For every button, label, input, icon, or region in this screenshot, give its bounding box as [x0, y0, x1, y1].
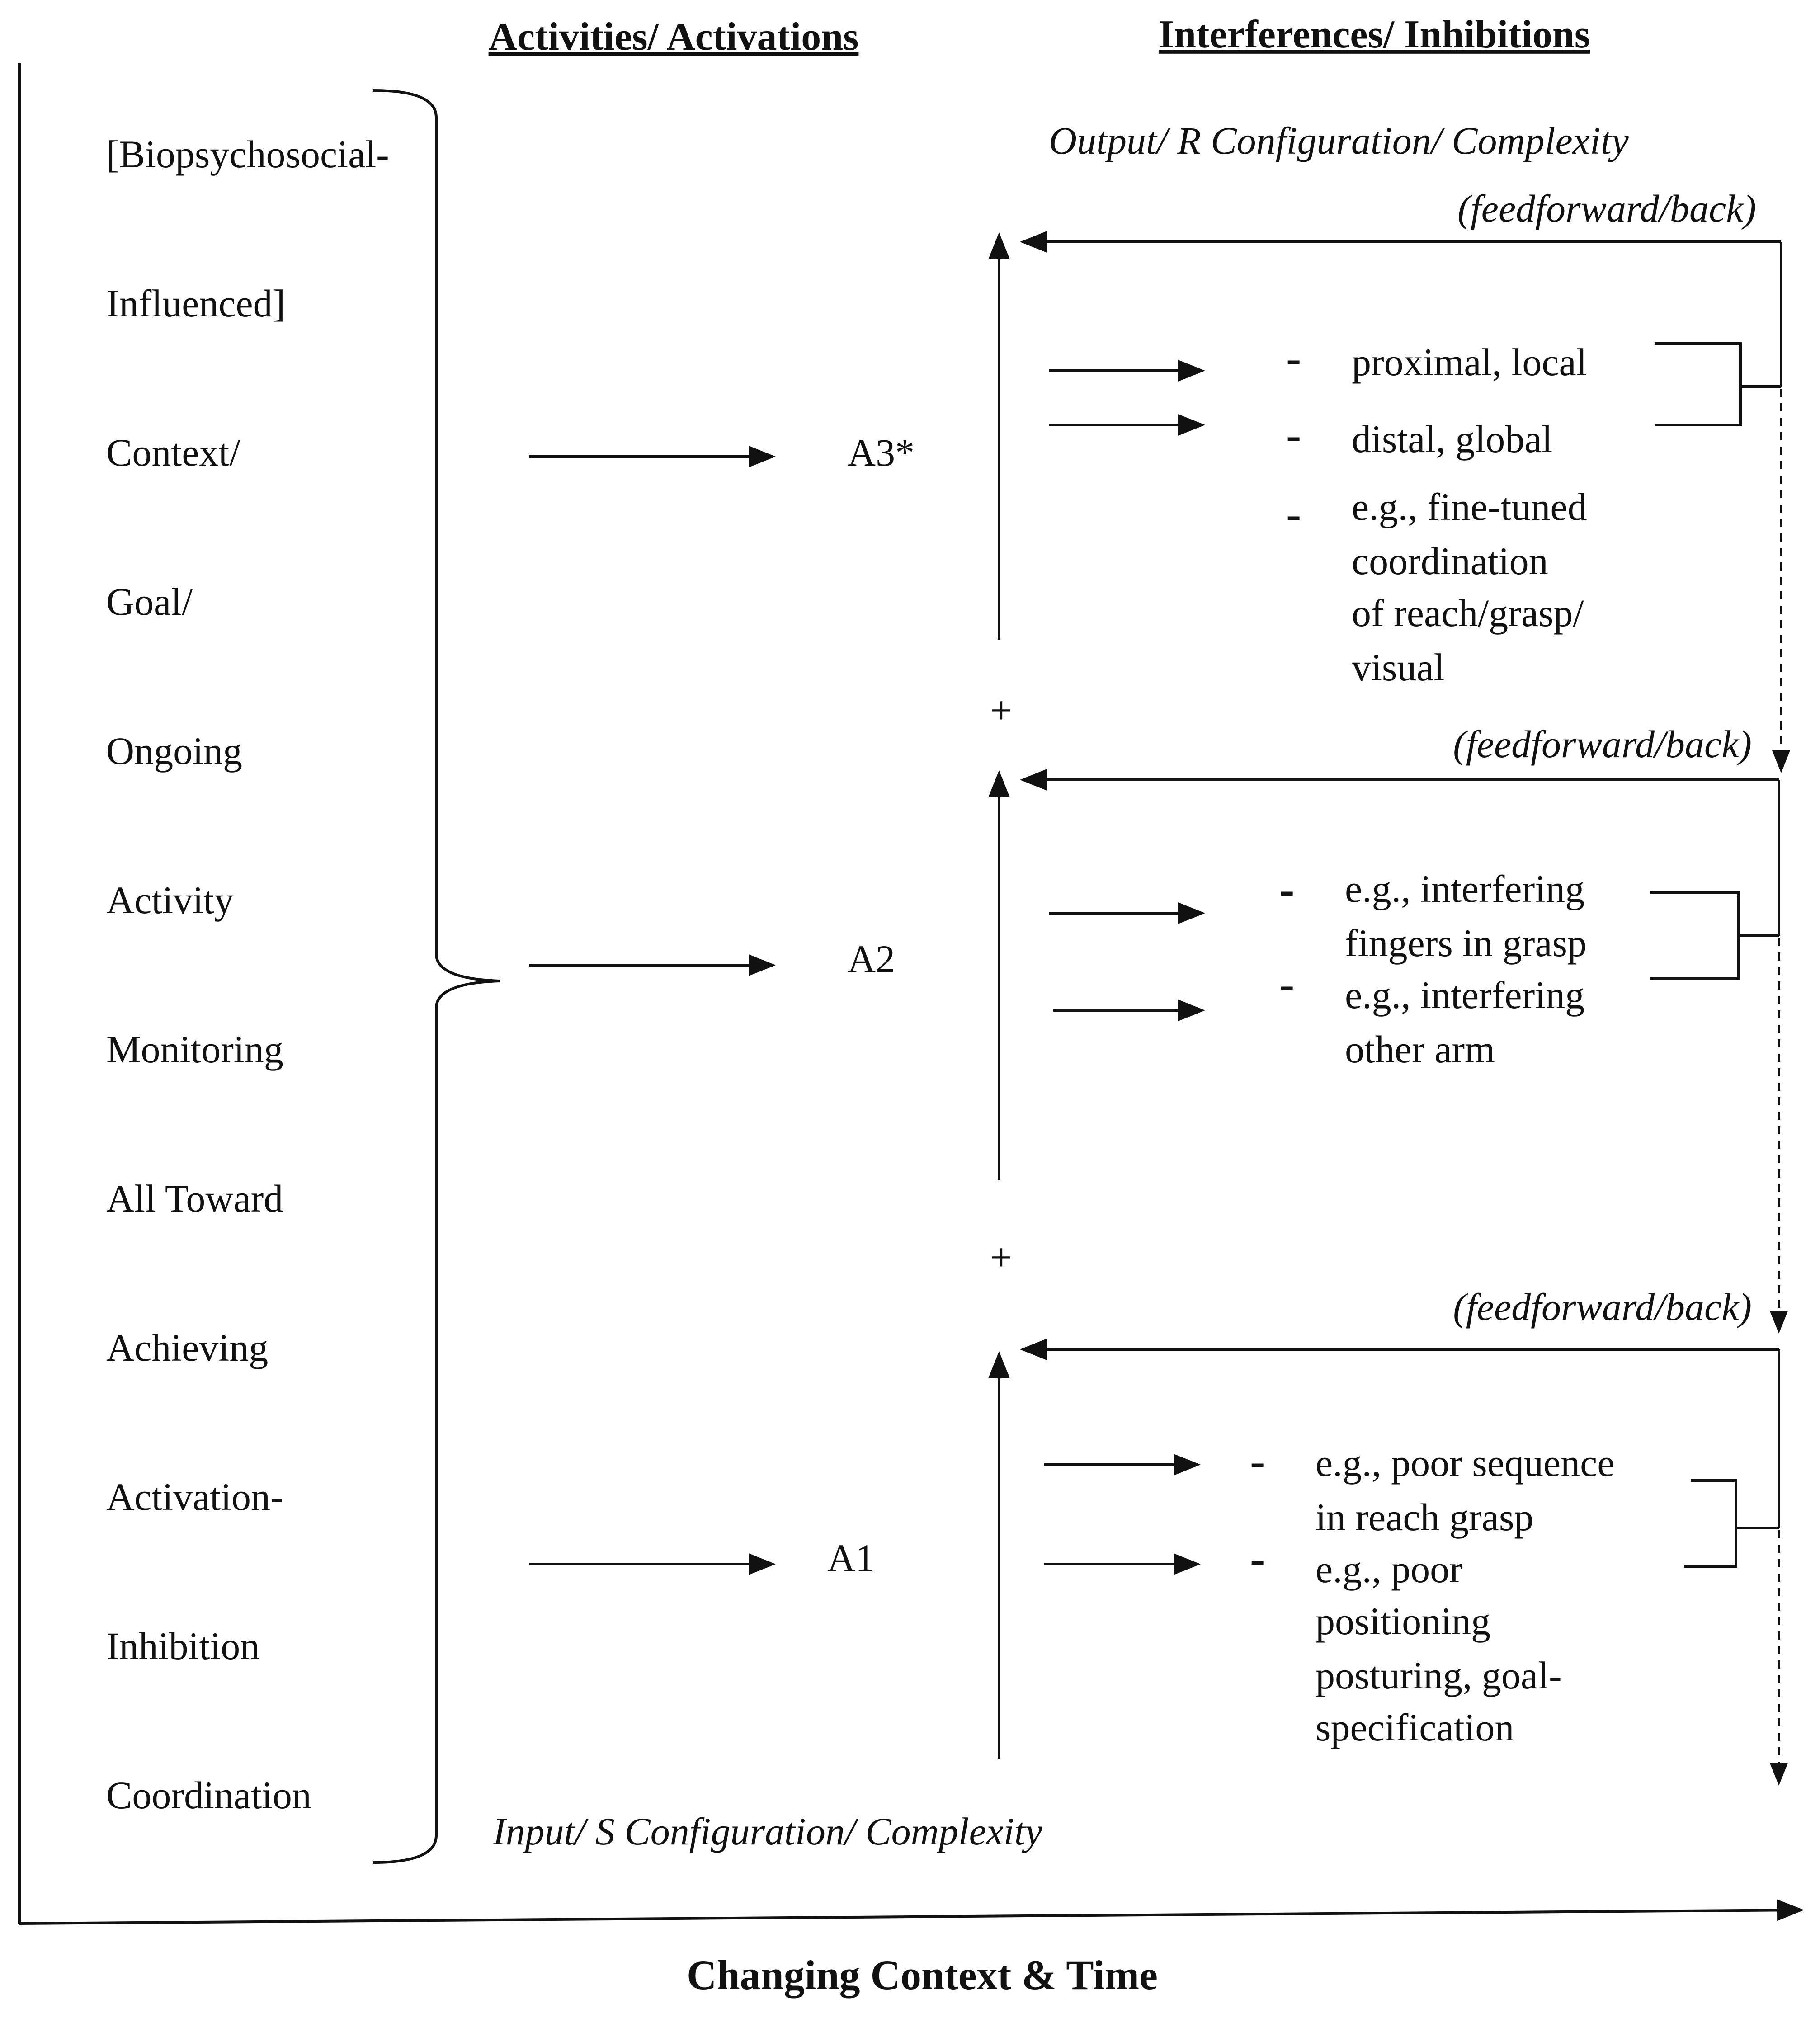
a3-dash: - [1286, 489, 1301, 539]
plus-sign-upper: + [990, 688, 1013, 732]
context-line: All Toward [106, 1177, 283, 1220]
a3-item-example-line: coordination [1352, 539, 1548, 583]
a3-bracket [1655, 342, 1781, 426]
a1-item-positioning-line: e.g., poor [1315, 1547, 1462, 1591]
a1-item-positioning-line: posturing, goal- [1315, 1654, 1562, 1697]
node-a2: A2 [848, 937, 895, 981]
a2-inhibitions: - - e.g., interfering fingers in grasp e… [1049, 864, 1779, 1071]
context-line: Activation- [106, 1475, 283, 1518]
context-line: Context/ [106, 431, 240, 474]
feedback-label-top: (feedforward/back) [1457, 187, 1756, 230]
context-line: [Biopsychosocial- [106, 132, 389, 176]
context-line: Inhibition [106, 1624, 259, 1668]
header-activities: Activities/ Activations [489, 15, 859, 59]
a3-item-example-line: of reach/grasp/ [1352, 591, 1584, 635]
output-label: Output/ R Configuration/ Complexity [1049, 119, 1629, 162]
a3-item-example-line: visual [1352, 646, 1444, 689]
context-line: Ongoing [106, 729, 242, 773]
context-line: Influenced] [106, 282, 285, 325]
input-label: Input/ S Configuration/ Complexity [492, 1810, 1043, 1853]
a3-item-distal: distal, global [1352, 417, 1552, 461]
context-line: Achieving [106, 1326, 268, 1369]
node-a1: A1 [827, 1536, 875, 1580]
a1-dash: - [1250, 1436, 1265, 1486]
a1-bracket [1684, 1479, 1779, 1568]
context-line: Monitoring [106, 1028, 283, 1071]
context-line: Goal/ [106, 580, 193, 623]
context-line: Activity [106, 878, 234, 922]
a3-dash: - [1286, 410, 1301, 460]
a1-inhibitions: - - e.g., poor sequence in reach grasp e… [1044, 1436, 1779, 1749]
a3-dash: - [1286, 333, 1301, 383]
a3-item-proximal: proximal, local [1352, 340, 1587, 384]
node-a3: A3* [848, 431, 915, 474]
a2-item-arm-line: other arm [1345, 1028, 1495, 1071]
a2-item-arm-line: e.g., interfering [1345, 973, 1584, 1017]
a1-item-sequence-line: e.g., poor sequence [1315, 1441, 1614, 1485]
a2-dash: - [1279, 959, 1294, 1009]
context-line: Coordination [106, 1773, 311, 1817]
context-column: [Biopsychosocial- Influenced] Context/ G… [106, 132, 389, 1817]
a1-item-positioning-line: positioning [1315, 1599, 1490, 1643]
a1-item-sequence-line: in reach grasp [1315, 1495, 1533, 1539]
a2-dash: - [1279, 864, 1294, 914]
a3-item-example-line: e.g., fine-tuned [1352, 485, 1587, 528]
x-axis-title: Changing Context & Time [687, 1952, 1158, 1998]
a2-item-fingers-line: e.g., interfering [1345, 867, 1584, 910]
plus-sign-lower: + [990, 1235, 1013, 1279]
a3-inhibitions: - - - proximal, local distal, global e.g… [1049, 333, 1781, 689]
a1-dash: - [1250, 1533, 1265, 1583]
a2-item-fingers-line: fingers in grasp [1345, 921, 1587, 965]
a2-bracket [1650, 891, 1779, 980]
header-interferences: Interferences/ Inhibitions [1159, 13, 1590, 57]
x-axis-line [19, 1899, 1804, 1925]
feedback-label-bottom: (feedforward/back) [1453, 1285, 1752, 1329]
a1-item-positioning-line: specification [1315, 1706, 1514, 1749]
context-brace [372, 89, 500, 1864]
feedback-label-middle: (feedforward/back) [1453, 722, 1752, 766]
